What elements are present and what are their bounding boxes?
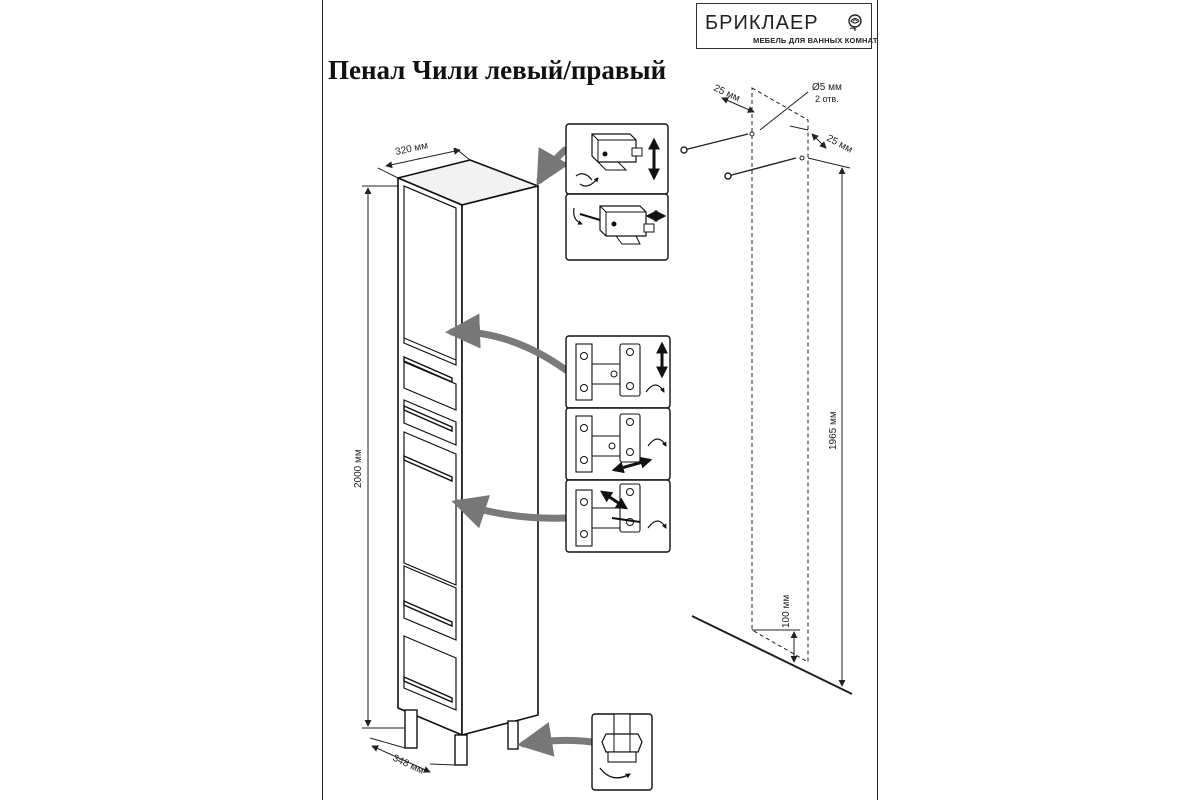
dimension-height	[362, 185, 405, 729]
hole-count-label: 2 отв.	[815, 94, 839, 104]
floor-gap-label: 100 мм	[781, 595, 792, 628]
hole-diameter-label: Ø5 мм	[812, 82, 842, 93]
wall-mount-scheme	[680, 87, 853, 695]
wall-offset-side-label: 25 мм	[825, 133, 855, 156]
mounting-screws	[680, 133, 797, 180]
mount-height-label: 1965 мм	[828, 411, 839, 450]
detail-hinge-vertical	[565, 335, 671, 409]
callout-arrows	[445, 146, 596, 757]
cabinet	[397, 159, 539, 736]
dimension-depth-label: 348 мм	[391, 753, 426, 777]
brand-tagline: МЕБЕЛЬ ДЛЯ ВАННЫХ КОМНАТ	[753, 36, 878, 45]
cabinet-legs	[404, 709, 519, 766]
dimension-depth	[369, 737, 456, 773]
detail-hanger-vertical	[565, 123, 669, 195]
brand-logo: БРИКЛАЕР МЕБЕЛЬ ДЛЯ ВАННЫХ КОМНАТ	[696, 3, 877, 49]
page-title: Пенал Чили левый/правый	[328, 55, 667, 85]
detail-hanger-depth	[565, 193, 669, 261]
detail-leg-adjustment	[591, 713, 653, 791]
dimension-width-label: 320 мм	[394, 140, 429, 158]
detail-hinge-depth	[565, 407, 671, 481]
dimension-width	[377, 147, 471, 179]
detail-hinge-side	[565, 479, 671, 553]
dimension-height-label: 2000 мм	[353, 449, 364, 488]
cabinet-handles	[403, 355, 453, 704]
brand-name: БРИКЛАЕР	[705, 12, 819, 34]
rose-icon	[848, 14, 862, 31]
wall-offset-top-label: 25 мм	[712, 83, 742, 105]
